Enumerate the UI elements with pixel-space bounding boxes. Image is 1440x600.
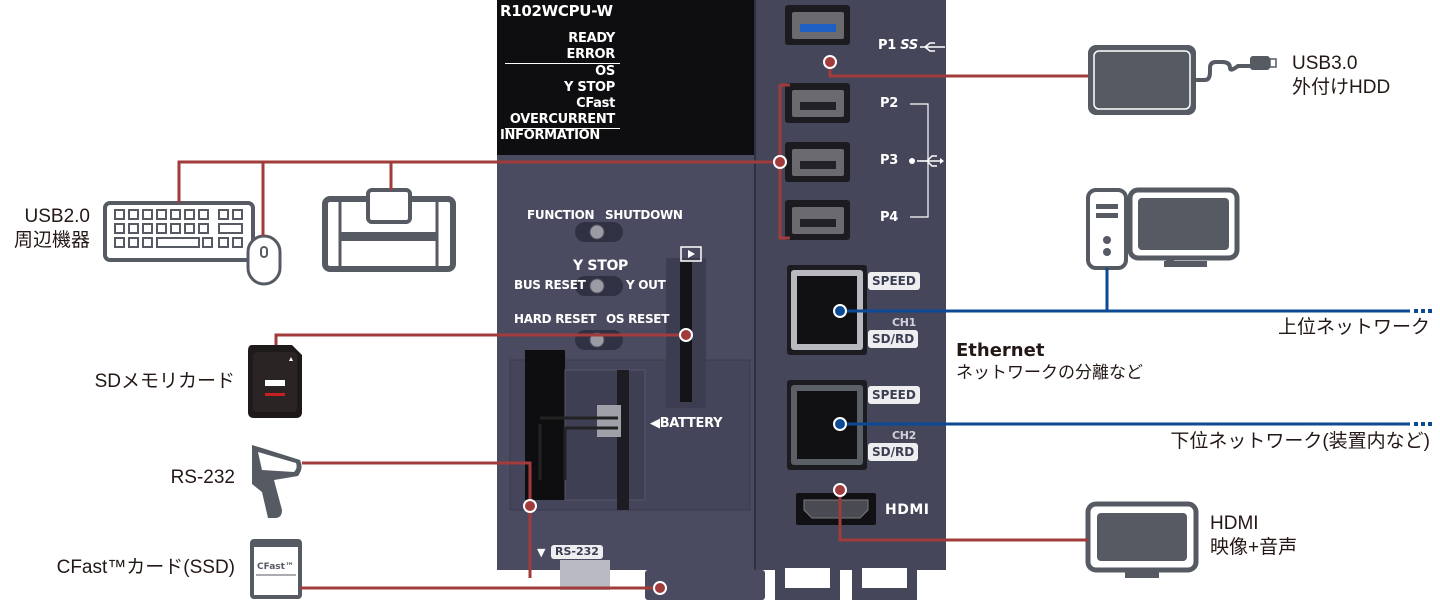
ch2-sdrd-led-label: SD/RD	[868, 443, 919, 461]
led-overcurrent: OVERCURRENT	[509, 112, 615, 127]
ethernet-ch2-socket[interactable]	[787, 380, 867, 470]
led-information: INFORMATION	[500, 128, 600, 143]
external-hdd-icon	[1088, 45, 1277, 115]
monitor-icon	[1085, 501, 1199, 578]
lower-network-label: 下位ネットワーク(装置内など)	[1170, 431, 1430, 452]
led-ready: READY	[568, 31, 615, 46]
usb3-hdd-label: USB3.0 外付けHDD	[1292, 53, 1391, 98]
sd-card-icon	[248, 345, 302, 418]
mouse-icon	[246, 234, 282, 286]
ethernet-connection-lines	[840, 268, 1410, 426]
usb-port-p4	[785, 200, 850, 240]
hdmi-socket[interactable]	[796, 493, 876, 525]
ch1-sdrd-led-label: SD/RD	[868, 330, 919, 348]
usb-port-p1-label: P1 SS	[878, 38, 918, 53]
led-indicator-list: READY ERROR OS Y STOP CFast OVERCURRENT …	[500, 31, 620, 146]
ch2-speed-led-label: SPEED	[868, 386, 920, 404]
ethernet-title: Ethernet	[956, 340, 1045, 361]
ethernet-port-ch2	[787, 380, 867, 470]
switch-os-reset-label: OS RESET	[606, 312, 670, 326]
cpu-model-label: R102WCPU-W	[500, 2, 613, 20]
usb-p4-socket[interactable]	[785, 200, 850, 240]
switch-y-stop-label: Y STOP	[573, 258, 629, 274]
barcode-scanner-icon	[252, 445, 302, 518]
switch-function-label: FUNCTION	[527, 208, 595, 222]
rs232-device-label: RS-232	[170, 467, 235, 488]
usb-port-p2-label: P2	[880, 96, 898, 111]
switch-shutdown-label: SHUTDOWN	[605, 208, 683, 222]
battery-label: ◀BATTERY	[650, 416, 723, 431]
usb-port-p3	[785, 142, 850, 182]
cfast-card-label: CFast™カード(SSD)	[56, 557, 235, 578]
ethernet-port-ch1	[787, 265, 867, 355]
ch1-label: CH1	[892, 316, 917, 329]
usb-port-p4-label: P4	[880, 210, 898, 225]
upper-network-label: 上位ネットワーク	[1277, 317, 1430, 338]
ch2-label: CH2	[892, 429, 917, 442]
y-stop-switch[interactable]	[575, 276, 623, 296]
usb2-peripherals-label: USB2.0 周辺機器	[13, 206, 90, 251]
usb-port-p3-label: P3	[880, 153, 898, 168]
usb-p1-socket[interactable]	[785, 5, 850, 45]
usb-port-p2	[785, 83, 850, 123]
hdmi-device-label: HDMI 映像+音声	[1210, 513, 1298, 558]
usb-p2-socket[interactable]	[785, 83, 850, 123]
usb-port-p1	[785, 5, 850, 45]
cfast-card-icon	[250, 539, 302, 599]
led-cfast: CFast	[576, 96, 615, 111]
printer-icon	[322, 188, 456, 272]
led-y-stop: Y STOP	[564, 80, 615, 95]
sd-card-slot[interactable]	[666, 258, 706, 408]
ethernet-subtitle: ネットワークの分離など	[956, 363, 1143, 382]
led-panel	[497, 0, 754, 155]
function-switch[interactable]	[575, 222, 623, 242]
keyboard-icon	[103, 201, 255, 262]
switch-y-out-label: Y OUT	[626, 278, 666, 292]
ethernet-ch1-socket[interactable]	[787, 265, 867, 355]
usb-p3-socket[interactable]	[785, 142, 850, 182]
switch-hard-reset-label: HARD RESET	[514, 312, 597, 326]
switch-bus-reset-label: BUS RESET	[514, 278, 586, 292]
cfast-card-text: CFast™	[257, 562, 294, 572]
ch1-speed-led-label: SPEED	[868, 272, 920, 290]
hdmi-logo: HDMI	[885, 502, 930, 518]
reset-switch[interactable]	[575, 330, 623, 350]
hdmi-port	[796, 493, 876, 525]
rs232-port-label: RS-232	[551, 545, 603, 559]
superspeed-usb-icon: SS	[900, 38, 918, 53]
desktop-pc-icon	[1086, 187, 1240, 270]
led-os: OS	[595, 64, 615, 79]
sd-card-label: SDメモリカード	[94, 371, 235, 392]
rs232-arrow: ▼	[537, 546, 546, 559]
ethernet-description: Ethernet ネットワークの分離など	[956, 340, 1143, 385]
led-error: ERROR	[566, 47, 616, 62]
